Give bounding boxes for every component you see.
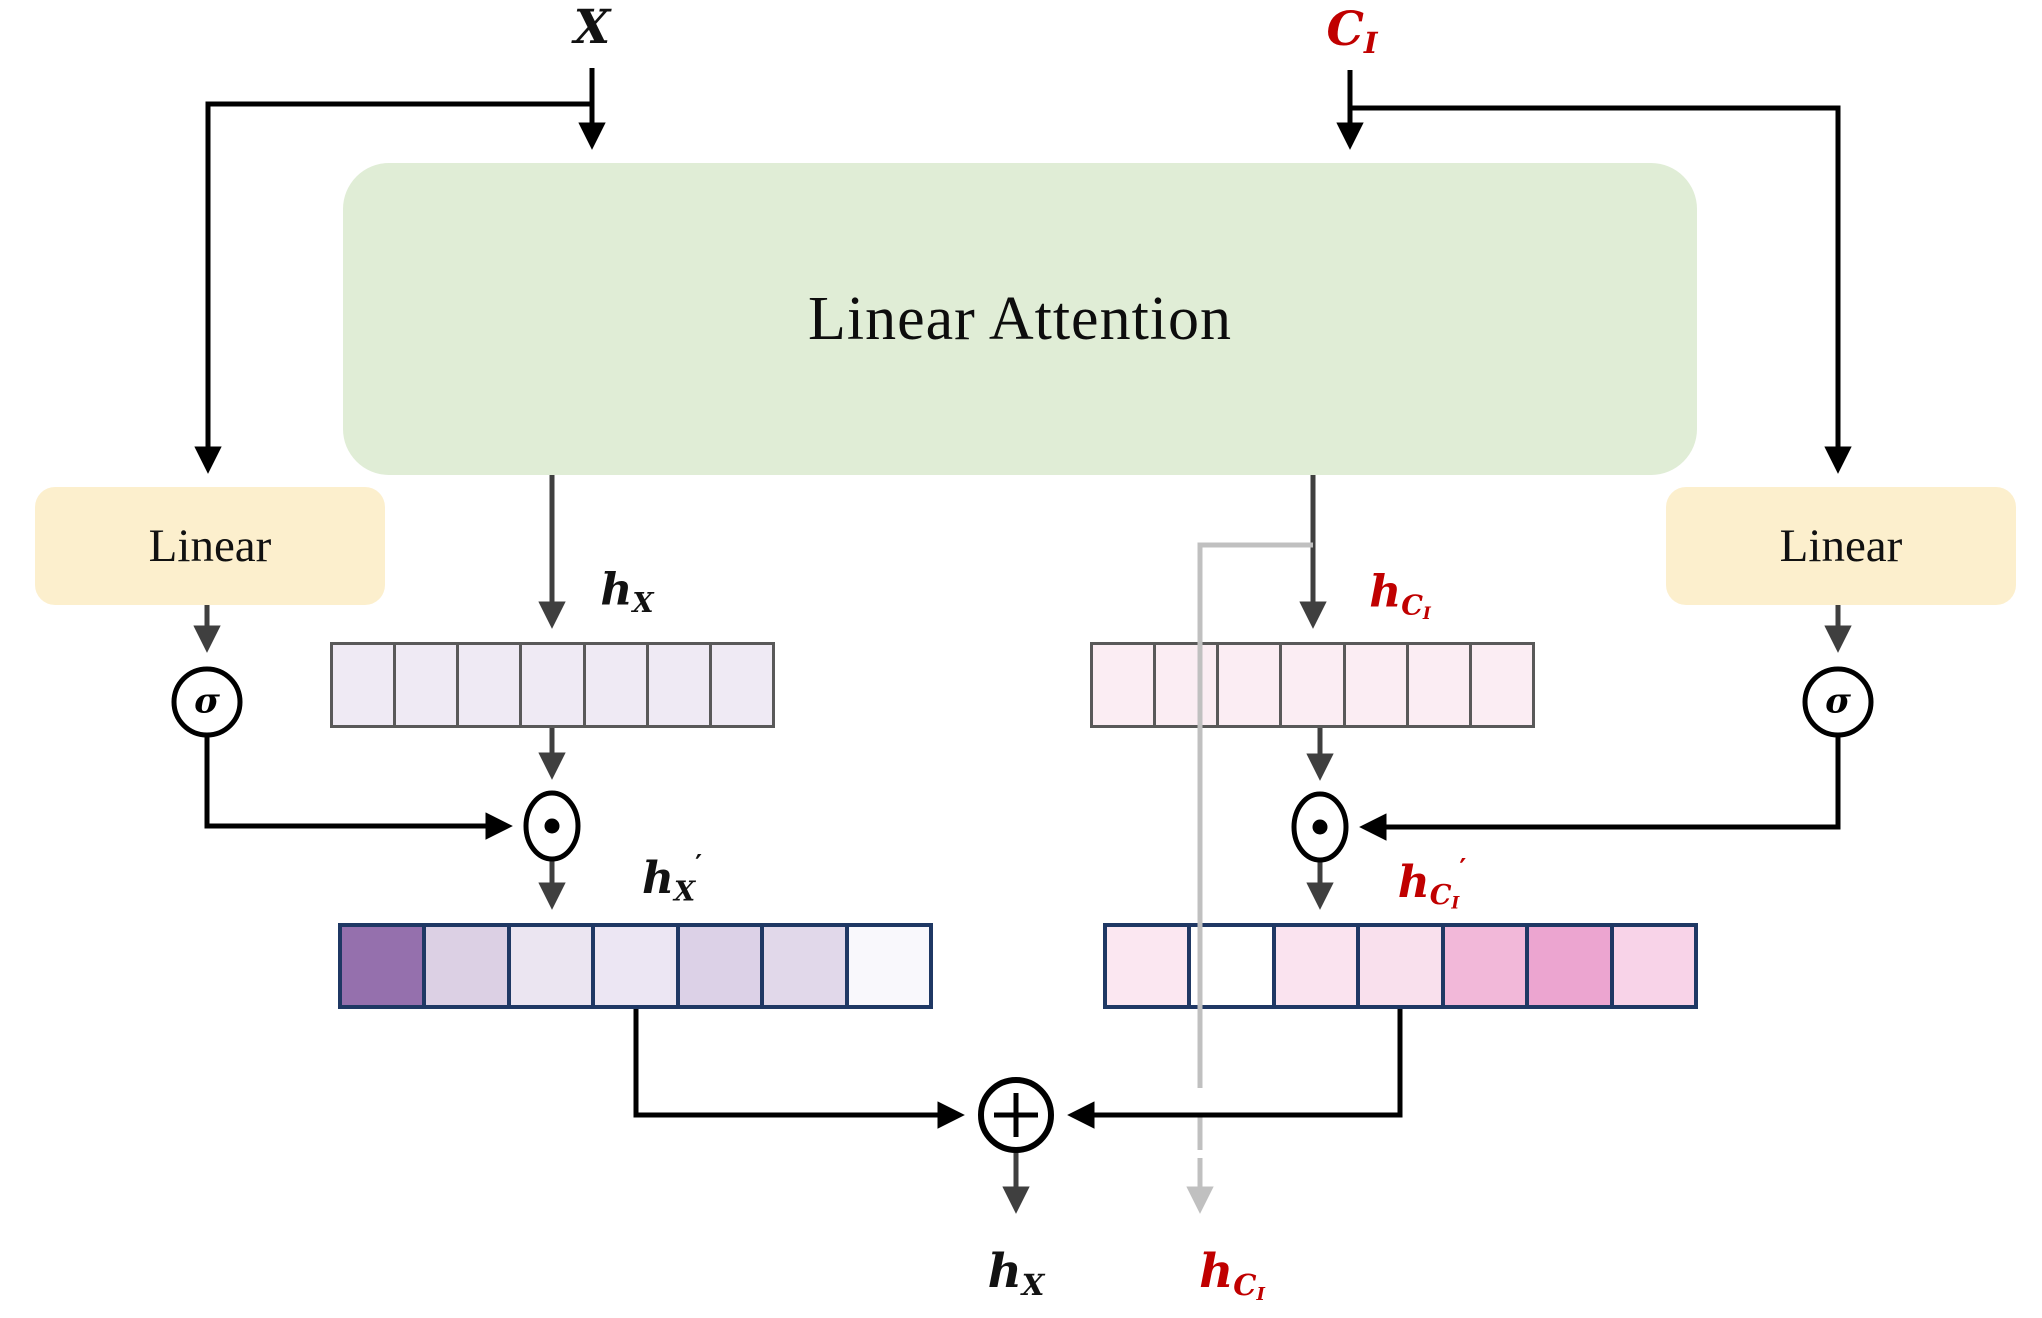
hx-gated-vector-row bbox=[338, 923, 933, 1009]
ci-input-label: CI bbox=[1326, 1, 1378, 61]
vector-cell bbox=[1093, 645, 1154, 725]
vector-cell bbox=[1216, 645, 1280, 725]
hci-gated-label: hCI′ bbox=[1397, 852, 1467, 914]
x-input-label: X bbox=[573, 0, 611, 55]
hci-mid-label: hCI bbox=[1369, 566, 1431, 623]
linear-block-left: Linear bbox=[35, 487, 385, 605]
vector-cell bbox=[456, 645, 520, 725]
vector-cell bbox=[1525, 927, 1610, 1005]
vector-cell bbox=[422, 927, 507, 1005]
odot-icon-right bbox=[1291, 791, 1349, 863]
vector-cell bbox=[1279, 645, 1343, 725]
vector-cell bbox=[760, 927, 845, 1005]
linear-right-label: Linear bbox=[1779, 520, 1903, 572]
linear-left-label: Linear bbox=[148, 520, 272, 572]
vector-cell bbox=[1440, 927, 1526, 1005]
vector-cell bbox=[645, 645, 709, 725]
vector-cell bbox=[393, 645, 457, 725]
linear-block-right: Linear bbox=[1666, 487, 2016, 605]
arrow-hci-gated-to-plus bbox=[1067, 1009, 1403, 1129]
hci-vector-row bbox=[1090, 642, 1535, 728]
vector-cell bbox=[1153, 645, 1217, 725]
vector-cell bbox=[1405, 645, 1469, 725]
vector-cell bbox=[519, 645, 583, 725]
hx-gated-label: hX′ bbox=[641, 849, 703, 908]
vector-cell bbox=[342, 927, 423, 1005]
vector-cell bbox=[708, 645, 772, 725]
vector-cell bbox=[582, 645, 646, 725]
odot-icon-left bbox=[523, 790, 581, 862]
vector-cell bbox=[591, 927, 676, 1005]
vector-cell bbox=[506, 927, 592, 1005]
hx-mid-label: hX bbox=[600, 564, 654, 620]
vector-cell bbox=[1356, 927, 1441, 1005]
linear-attention-block: Linear Attention bbox=[343, 163, 1697, 475]
sigma-right-label: σ bbox=[1825, 680, 1851, 722]
hci-output-label: hCI bbox=[1199, 1243, 1265, 1306]
vector-cell bbox=[1271, 927, 1357, 1005]
vector-cell bbox=[333, 645, 394, 725]
vector-cell bbox=[1468, 645, 1532, 725]
vector-cell bbox=[844, 927, 929, 1005]
hx-output-label: hX bbox=[987, 1243, 1045, 1303]
plus-icon bbox=[978, 1077, 1054, 1153]
arrow-sigma-left-to-odot bbox=[204, 735, 513, 840]
sigma-left-label: σ bbox=[194, 680, 220, 722]
vector-cell bbox=[1609, 927, 1694, 1005]
linear-attention-label: Linear Attention bbox=[807, 284, 1233, 353]
hx-vector-row bbox=[330, 642, 775, 728]
vector-cell bbox=[1342, 645, 1406, 725]
hci-gated-vector-row bbox=[1103, 923, 1698, 1009]
vector-cell bbox=[1187, 927, 1272, 1005]
vector-cell bbox=[675, 927, 761, 1005]
arrow-sigma-right-to-odot bbox=[1359, 735, 1841, 841]
vector-cell bbox=[1107, 927, 1188, 1005]
arrow-hx-gated-to-plus bbox=[633, 1009, 965, 1129]
